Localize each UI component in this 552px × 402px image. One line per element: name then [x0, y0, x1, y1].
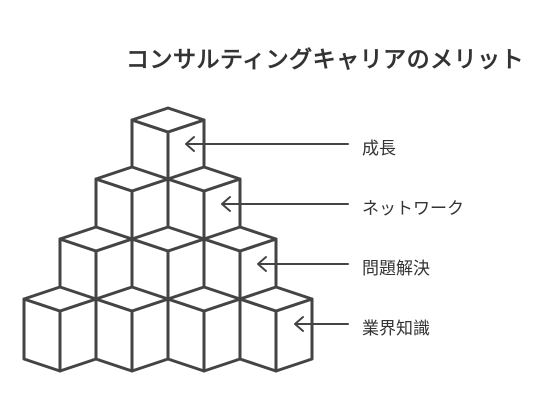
label-growth: 成長: [362, 139, 396, 159]
cube-top-face: [202, 225, 278, 253]
cube-bottom-1: [22, 285, 98, 373]
label-network: ネットワーク: [362, 199, 464, 219]
arrow-industry-knowledge: [294, 316, 349, 332]
cube-pyramid: [22, 106, 314, 373]
arrow-problem-solving: [257, 256, 349, 272]
cube-top-face: [166, 165, 242, 193]
cube-top-face: [130, 225, 206, 253]
cube-third-1: [58, 225, 134, 313]
label-industry-knowledge: 業界知識: [362, 319, 430, 339]
cube-top-face: [94, 285, 170, 313]
cube-second-1: [94, 165, 170, 253]
label-arrows: [185, 136, 349, 332]
cube-bottom-3: [166, 285, 242, 373]
label-problem-solving: 問題解決: [362, 259, 430, 279]
cube-top-face: [22, 285, 98, 313]
cube-top-face: [58, 225, 134, 253]
arrow-growth: [185, 136, 349, 152]
cube-top-face: [238, 285, 314, 313]
cube-top-face: [130, 106, 206, 134]
cube-top-face: [166, 285, 242, 313]
diagram-title: コンサルティングキャリアのメリット: [126, 47, 525, 73]
cube-bottom-2: [94, 285, 170, 373]
arrow-network: [221, 196, 349, 212]
cube-top-face: [94, 165, 170, 193]
